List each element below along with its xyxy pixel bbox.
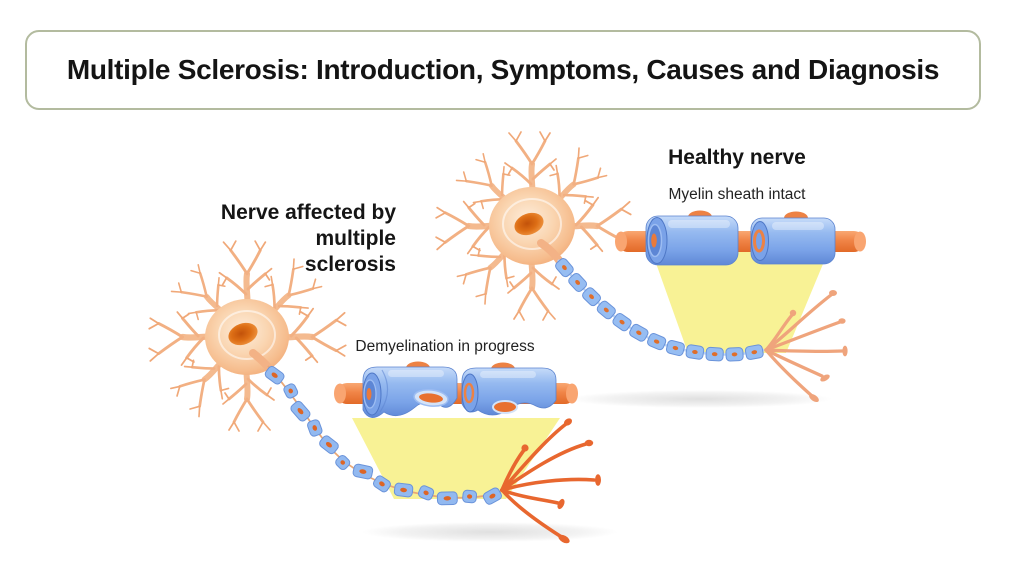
soma-highlight-ring — [218, 310, 276, 360]
ms-neuron-nucleus — [228, 322, 258, 346]
ms-nerve-label: Nerve affected by multiple sclerosis — [176, 200, 396, 278]
ms-nerve-label-line2: multiple — [315, 227, 396, 250]
healthy-nerve-shadow — [568, 390, 832, 408]
ms-myelin-closeup — [334, 361, 578, 418]
myelin-sheath-intact-label: Myelin sheath intact — [668, 186, 806, 203]
myelin-segment-cylinder — [645, 215, 739, 266]
healthy-myelin-closeup — [615, 210, 866, 266]
ms-nerve-shadow — [362, 522, 618, 542]
slide-title: Multiple Sclerosis: Introduction, Sympto… — [66, 54, 940, 85]
ms-nerve-label-line1: Nerve affected by — [220, 201, 396, 224]
soma-highlight-ring — [502, 198, 562, 250]
title-banner: Multiple Sclerosis: Introduction, Sympto… — [25, 30, 981, 110]
healthy-neuron-nucleus — [514, 212, 544, 236]
ms-nerve-label-line3: sclerosis — [304, 253, 396, 276]
healthy-axon-terminals — [764, 290, 848, 403]
ms-axon-terminals — [500, 418, 601, 544]
damaged-myelin-cylinder — [461, 367, 557, 416]
myelin-lesion — [492, 400, 518, 414]
healthy-myelin-segments — [555, 258, 764, 362]
healthy-nerve-label: Healthy nerve — [668, 146, 806, 169]
healthy-neuron-illustration — [436, 132, 866, 408]
demyelination-label: Demyelination in progress — [355, 338, 535, 355]
ms-neuron-illustration — [149, 241, 618, 544]
ms-damaged-myelin-segments — [264, 365, 502, 506]
